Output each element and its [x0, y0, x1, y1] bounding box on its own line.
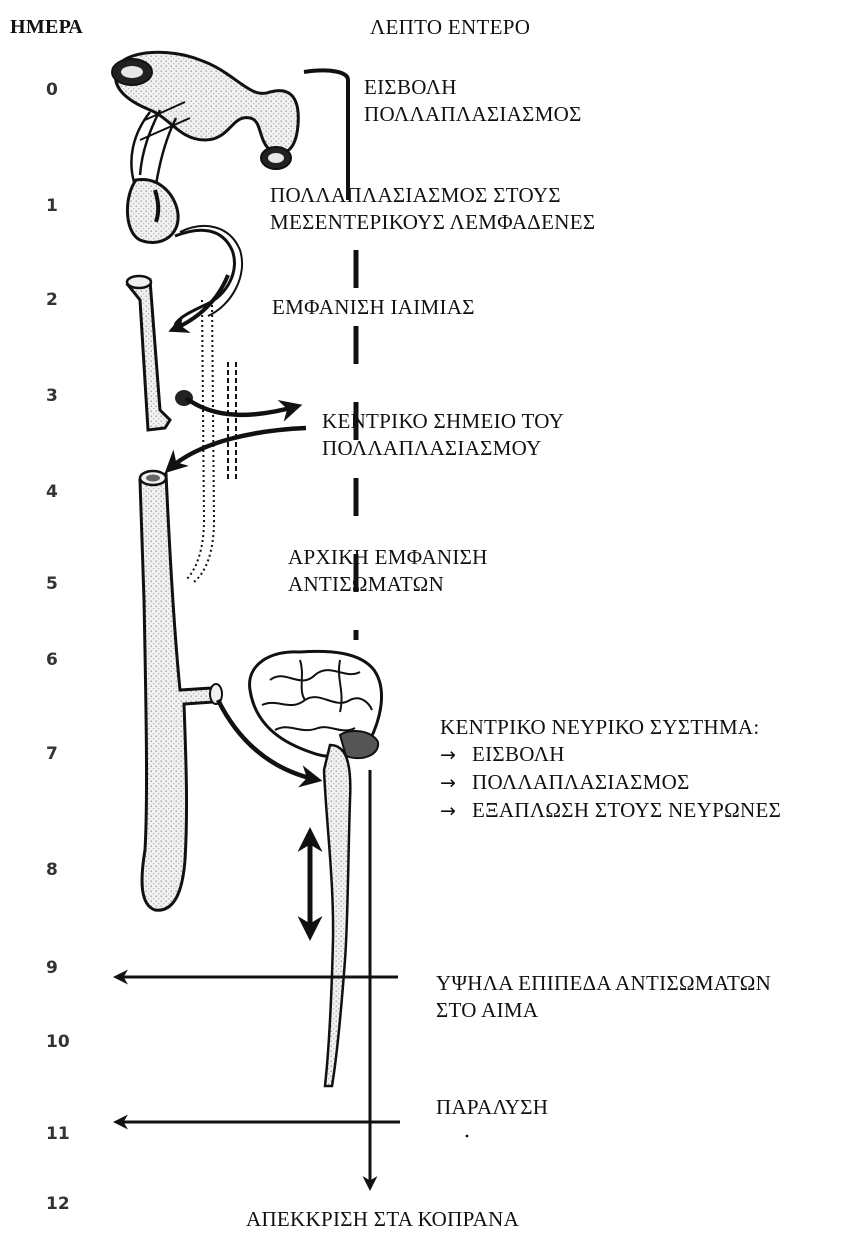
stage-text-line: ΑΡΧΙΚΗ ΕΜΦΑΝΙΣΗ — [288, 544, 488, 571]
cns-title: ΚΕΝΤΡΙΚΟ ΝΕΥΡΙΚΟ ΣΥΣΤΗΜΑ: — [440, 714, 781, 741]
stray-dot — [466, 1135, 469, 1138]
right-arrow-icon: → — [440, 742, 472, 769]
day-label: 11 — [46, 1124, 86, 1144]
stage-invasion-label: ΕΙΣΒΟΛΗ ΠΟΛΛΑΠΛΑΣΙΑΣΜΟΣ — [364, 74, 582, 128]
stage-excretion-label: ΑΠΕΚΚΡΙΣΗ ΣΤΑ ΚΟΠΡΑΝΑ — [246, 1206, 519, 1233]
stage-antibodies-high-label: ΥΨΗΛΑ ΕΠΙΠΕΔΑ ΑΝΤΙΣΩΜΑΤΩΝ ΣΤΟ ΑΙΜΑ — [436, 970, 771, 1024]
stage-cns-label: ΚΕΝΤΡΙΚΟ ΝΕΥΡΙΚΟ ΣΥΣΤΗΜΑ: →ΕΙΣΒΟΛΗ →ΠΟΛΛ… — [440, 714, 781, 825]
day-label: 2 — [46, 290, 86, 310]
stage-text-line: ΥΨΗΛΑ ΕΠΙΠΕΔΑ ΑΝΤΙΣΩΜΑΤΩΝ — [436, 970, 771, 997]
blood-vessel-main — [140, 471, 222, 910]
day-label: 0 — [46, 80, 86, 100]
right-arrow-icon: → — [440, 770, 472, 797]
organ-column-header: ΛΕΠΤΟ ΕΝΤΕΡΟ — [370, 14, 530, 41]
small-intestine-illustration — [112, 52, 298, 185]
viremia-arrow — [172, 275, 228, 330]
day-label: 1 — [46, 196, 86, 216]
day-label: 8 — [46, 860, 86, 880]
cns-bullet: →ΠΟΛΛΑΠΛΑΣΙΑΣΜΟΣ — [440, 769, 781, 797]
day-label: 12 — [46, 1194, 86, 1214]
stage-text-line: ΠΟΛΛΑΠΛΑΣΙΑΣΜΟΣ — [364, 101, 582, 128]
stage-text-line: ΜΕΣΕΝΤΕΡΙΚΟΥΣ ΛΕΜΦΑΔΕΝΕΣ — [270, 209, 595, 236]
day-label: 9 — [46, 958, 86, 978]
day-label: 10 — [46, 1032, 86, 1052]
spinal-cord-illustration — [324, 745, 350, 1086]
stage-text-line: ΚΕΝΤΡΙΚΟ ΣΗΜΕΙΟ ΤΟΥ — [322, 408, 564, 435]
day-column-header: ΗΜΕΡΑ — [10, 14, 83, 41]
stage-text-line: ΠΟΛΛΑΠΛΑΣΙΑΣΜΟΥ — [322, 435, 564, 462]
stage-text-line: ΣΤΟ ΑΙΜΑ — [436, 997, 771, 1024]
stage-central-site-label: ΚΕΝΤΡΙΚΟ ΣΗΜΕΙΟ ΤΟΥ ΠΟΛΛΑΠΛΑΣΙΑΣΜΟΥ — [322, 408, 564, 462]
lymph-duct-dashed-3 — [228, 362, 236, 482]
stage-lymph-nodes-label: ΠΟΛΛΑΠΛΑΣΙΑΣΜΟΣ ΣΤΟΥΣ ΜΕΣΕΝΤΕΡΙΚΟΥΣ ΛΕΜΦ… — [270, 182, 595, 236]
lymph-duct-dotted-1 — [186, 300, 204, 580]
cns-bullet-text: ΕΞΑΠΛΩΣΗ ΣΤΟΥΣ ΝΕΥΡΩΝΕΣ — [472, 798, 781, 822]
stage-paralysis-label: ΠΑΡΑΛΥΣΗ — [436, 1094, 548, 1121]
stage-text-line: ΑΝΤΙΣΩΜΑΤΩΝ — [288, 571, 488, 598]
blood-vessel-segment-upper — [127, 276, 193, 430]
day-label: 3 — [46, 386, 86, 406]
stage-text-line: ΕΙΣΒΟΛΗ — [364, 74, 582, 101]
day-label: 7 — [46, 744, 86, 764]
day-label: 6 — [46, 650, 86, 670]
cns-bullet-text: ΠΟΛΛΑΠΛΑΣΙΑΣΜΟΣ — [472, 770, 690, 794]
intestinal-top-bend — [304, 70, 348, 80]
stage-viremia-label: ΕΜΦΑΝΙΣΗ ΙΑΙΜΙΑΣ — [272, 294, 475, 321]
stage-text-line: ΠΟΛΛΑΠΛΑΣΙΑΣΜΟΣ ΣΤΟΥΣ — [270, 182, 595, 209]
cns-bullet-text: ΕΙΣΒΟΛΗ — [472, 742, 565, 766]
day-label: 5 — [46, 574, 86, 594]
brain-illustration — [250, 651, 382, 758]
cns-bullet: →ΕΞΑΠΛΩΣΗ ΣΤΟΥΣ ΝΕΥΡΩΝΕΣ — [440, 797, 781, 825]
stage-antibodies-initial-label: ΑΡΧΙΚΗ ΕΜΦΑΝΙΣΗ ΑΝΤΙΣΩΜΑΤΩΝ — [288, 544, 488, 598]
right-arrow-icon: → — [440, 798, 472, 825]
cns-bullet: →ΕΙΣΒΟΛΗ — [440, 741, 781, 769]
day-label: 4 — [46, 482, 86, 502]
